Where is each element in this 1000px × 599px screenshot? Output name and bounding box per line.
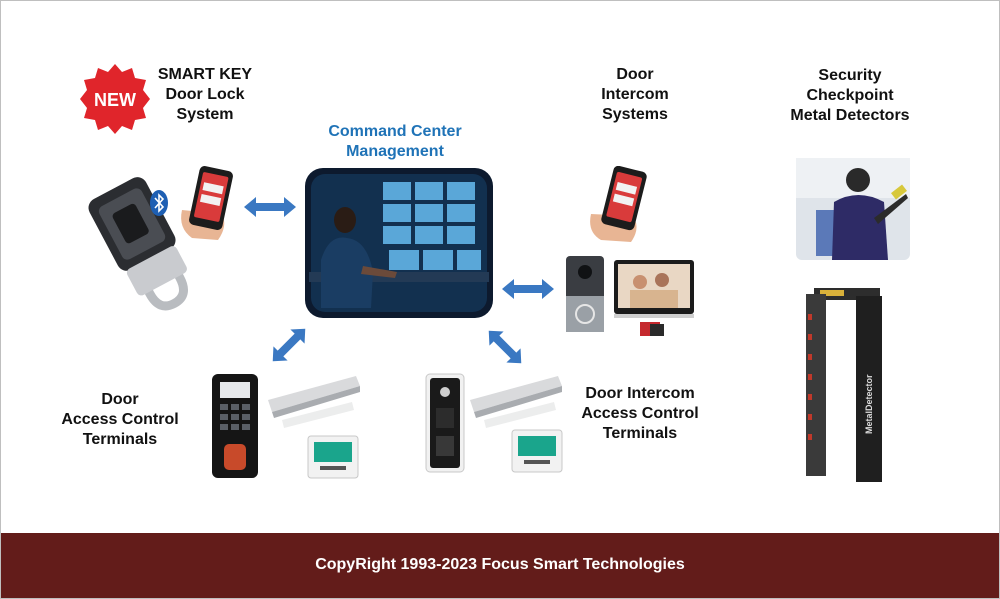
new-badge: NEW (78, 62, 152, 136)
exit-button-image (306, 434, 360, 480)
intercom-terminal-image (424, 372, 466, 474)
smartphone-hand-image (178, 166, 240, 242)
footer-copyright: CopyRight 1993-2023 Focus Smart Technolo… (315, 556, 685, 573)
arrow-center-door-access (266, 322, 312, 368)
door-access-label: Door Access Control Terminals (61, 391, 179, 448)
magnetic-lock-image (268, 374, 360, 434)
detector-brand-text: MetalDetector (864, 374, 874, 434)
bluetooth-icon (150, 190, 168, 216)
intercom-access-label: Door Intercom Access Control Terminals (581, 385, 699, 442)
arrow-center-intercom-access (482, 324, 528, 370)
new-badge-label: NEW (94, 90, 136, 110)
magnetic-lock-image-2 (470, 374, 562, 434)
footer-bar: CopyRight 1993-2023 Focus Smart Technolo… (1, 533, 999, 598)
arrow-center-intercom (502, 278, 554, 300)
command-center-label: Command Center Management (328, 123, 462, 160)
command-center-image (305, 168, 493, 318)
smart-key-label: SMART KEY Door Lock System (157, 66, 253, 123)
intercom-smartphone-image (585, 166, 653, 244)
video-intercom-station-image (566, 252, 696, 338)
metal-detector-gate-image: MetalDetector (800, 284, 886, 484)
checkpoint-label: Security Checkpoint Metal Detectors (790, 67, 910, 124)
access-control-keypad-image (204, 372, 264, 482)
security-checkpoint-photo (796, 158, 910, 260)
door-intercom-label: Door Intercom Systems (601, 66, 669, 123)
arrow-smartkey-center (244, 196, 296, 218)
exit-button-image-2 (510, 428, 564, 474)
